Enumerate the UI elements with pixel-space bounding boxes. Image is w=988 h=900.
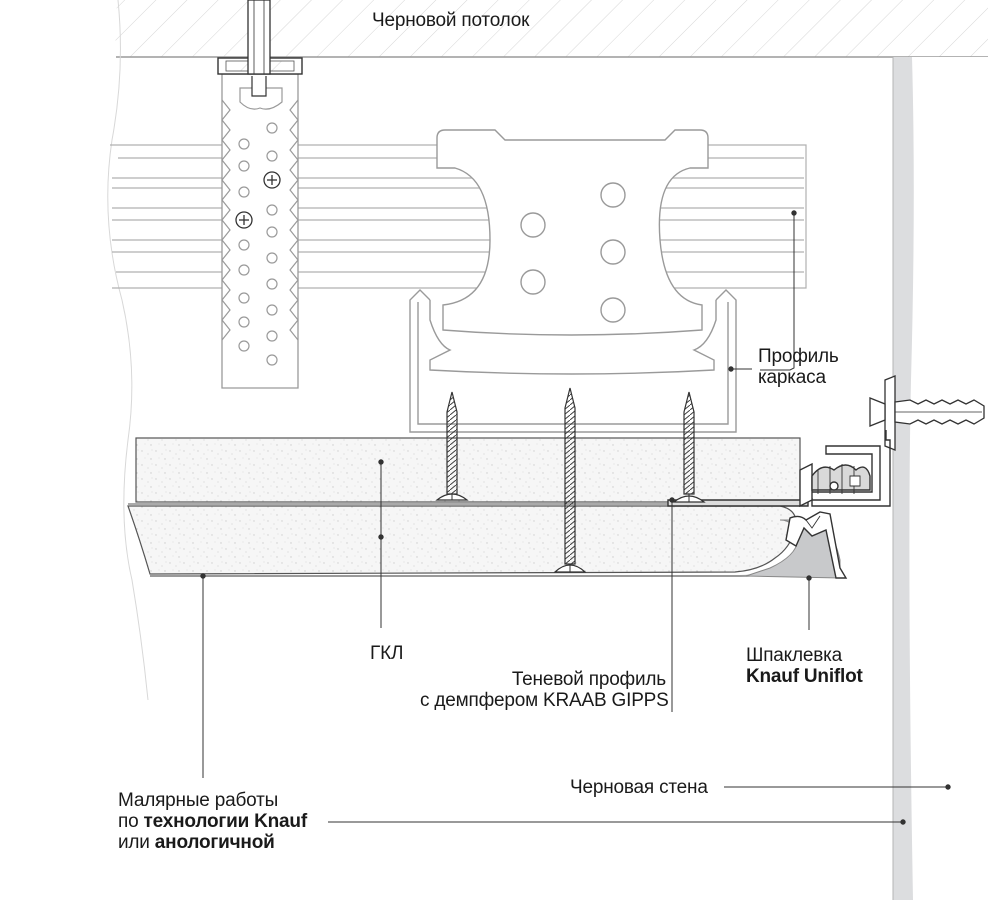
- gypsum-board-top: [135, 437, 801, 503]
- ceiling-anchor: [217, 0, 303, 97]
- label-shadow-profile-line1: Теневой профиль: [511, 669, 666, 690]
- label-rough-ceiling: Черновой потолок: [372, 10, 530, 31]
- label-painting-line1: Малярные работы: [118, 790, 279, 811]
- screw-long-icon: [553, 387, 587, 573]
- rough-ceiling: [115, 0, 988, 58]
- crab-connector: [436, 129, 709, 336]
- label-putty-line2: Knauf Uniflot: [746, 666, 863, 687]
- leader-lines: [200, 210, 951, 825]
- shadow-profile: [667, 430, 891, 579]
- label-painting-line3: или анологичной: [118, 832, 275, 853]
- rough-wall: [892, 57, 988, 900]
- gypsum-board-bottom: [127, 505, 797, 575]
- label-shadow-profile-line2: с демпфером KRAAB GIPPS: [420, 690, 669, 711]
- label-rough-wall: Черновая стена: [570, 777, 708, 798]
- label-frame-profile: Профиль каркаса: [758, 346, 839, 388]
- hanger-screw-icon: [235, 171, 281, 229]
- label-gkl: ГКЛ: [370, 643, 404, 664]
- label-putty: Шпаклевка Knauf Uniflot: [746, 645, 863, 687]
- direct-hanger: [221, 73, 299, 389]
- label-frame-profile-line2: каркаса: [758, 367, 826, 388]
- label-putty-line1: Шпаклевка: [746, 645, 843, 666]
- label-shadow-profile: Теневой профиль с демпфером KRAAB GIPPS: [420, 669, 669, 711]
- screw-short-left-icon: [435, 391, 469, 501]
- label-painting: Малярные работы по технологии Knauf или …: [118, 790, 307, 853]
- screw-short-right-icon: [672, 391, 706, 503]
- break-line: [107, 0, 149, 701]
- label-frame-profile-line1: Профиль: [758, 346, 839, 367]
- wall-dowel: [869, 375, 985, 451]
- label-painting-line2: по технологии Knauf: [118, 811, 307, 832]
